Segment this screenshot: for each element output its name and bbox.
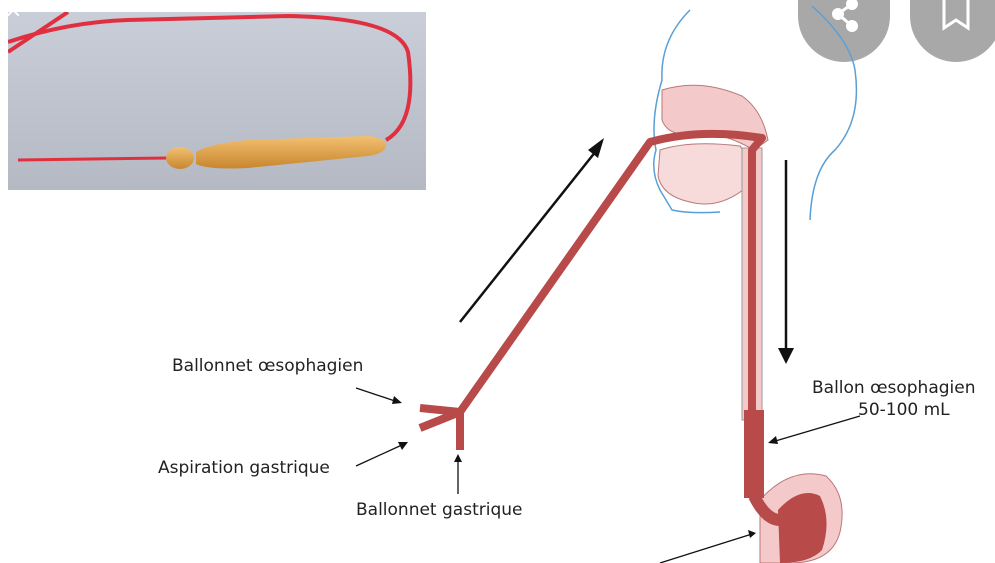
oral-cavity <box>658 144 749 204</box>
gastric-balloon <box>778 493 827 563</box>
y-connector <box>420 408 460 450</box>
label-esophageal-balloon-volume: 50-100 mL <box>858 400 950 420</box>
label-gastric-aspiration: Aspiration gastrique <box>158 458 330 478</box>
up-arrow <box>588 138 604 158</box>
down-arrow <box>778 348 794 364</box>
label-esophageal-balloon: Ballon œsophagien <box>812 378 975 398</box>
neck-outline <box>810 6 856 220</box>
label-esophageal-cuff: Ballonnet œsophagien <box>172 356 363 376</box>
esophageal-balloon <box>744 410 764 498</box>
label-gastric-cuff: Ballonnet gastrique <box>356 500 522 520</box>
